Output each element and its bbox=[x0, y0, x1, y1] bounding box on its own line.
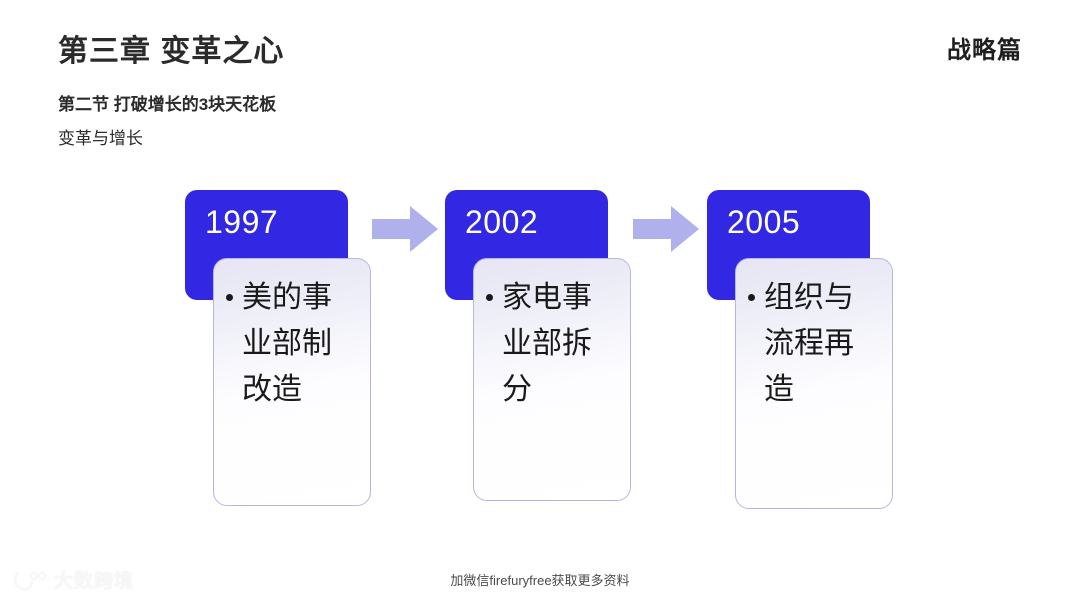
year-label: 2002 bbox=[465, 204, 539, 240]
detail-card: 美的事业部制改造 bbox=[213, 258, 371, 506]
watermark-logo-icon bbox=[14, 569, 48, 591]
page-title: 第三章 变革之心 bbox=[58, 35, 285, 68]
subtitle-primary: 第二节 打破增长的3块天花板 bbox=[58, 95, 277, 114]
timeline-stage: 2005 组织与流程再造 bbox=[707, 190, 1007, 520]
year-label: 1997 bbox=[205, 204, 279, 240]
timeline-stage: 2002 家电事业部拆分 bbox=[445, 190, 745, 520]
watermark: 大数跨境 bbox=[14, 566, 134, 593]
bullet-icon bbox=[748, 294, 755, 301]
detail-text: 组织与流程再造 bbox=[764, 281, 854, 406]
detail-card: 家电事业部拆分 bbox=[473, 258, 631, 501]
footer-note: 加微信firefuryfree获取更多资料 bbox=[450, 573, 630, 588]
section-badge: 战略篇 bbox=[947, 37, 1022, 64]
watermark-label: 大数跨境 bbox=[54, 571, 135, 592]
right-arrow-icon bbox=[633, 206, 699, 252]
bullet-icon bbox=[226, 294, 233, 301]
timeline-stage: 1997 美的事业部制改造 bbox=[185, 190, 485, 520]
right-arrow-icon bbox=[372, 206, 438, 252]
subtitle-secondary: 变革与增长 bbox=[58, 129, 143, 148]
bullet-icon bbox=[486, 294, 493, 301]
timeline-diagram: 1997 美的事业部制改造 2002 家电事业部拆分 bbox=[0, 190, 1080, 530]
detail-text: 家电事业部拆分 bbox=[502, 281, 592, 406]
detail-text: 美的事业部制改造 bbox=[242, 281, 332, 406]
detail-card: 组织与流程再造 bbox=[735, 258, 893, 509]
year-label: 2005 bbox=[727, 204, 801, 240]
